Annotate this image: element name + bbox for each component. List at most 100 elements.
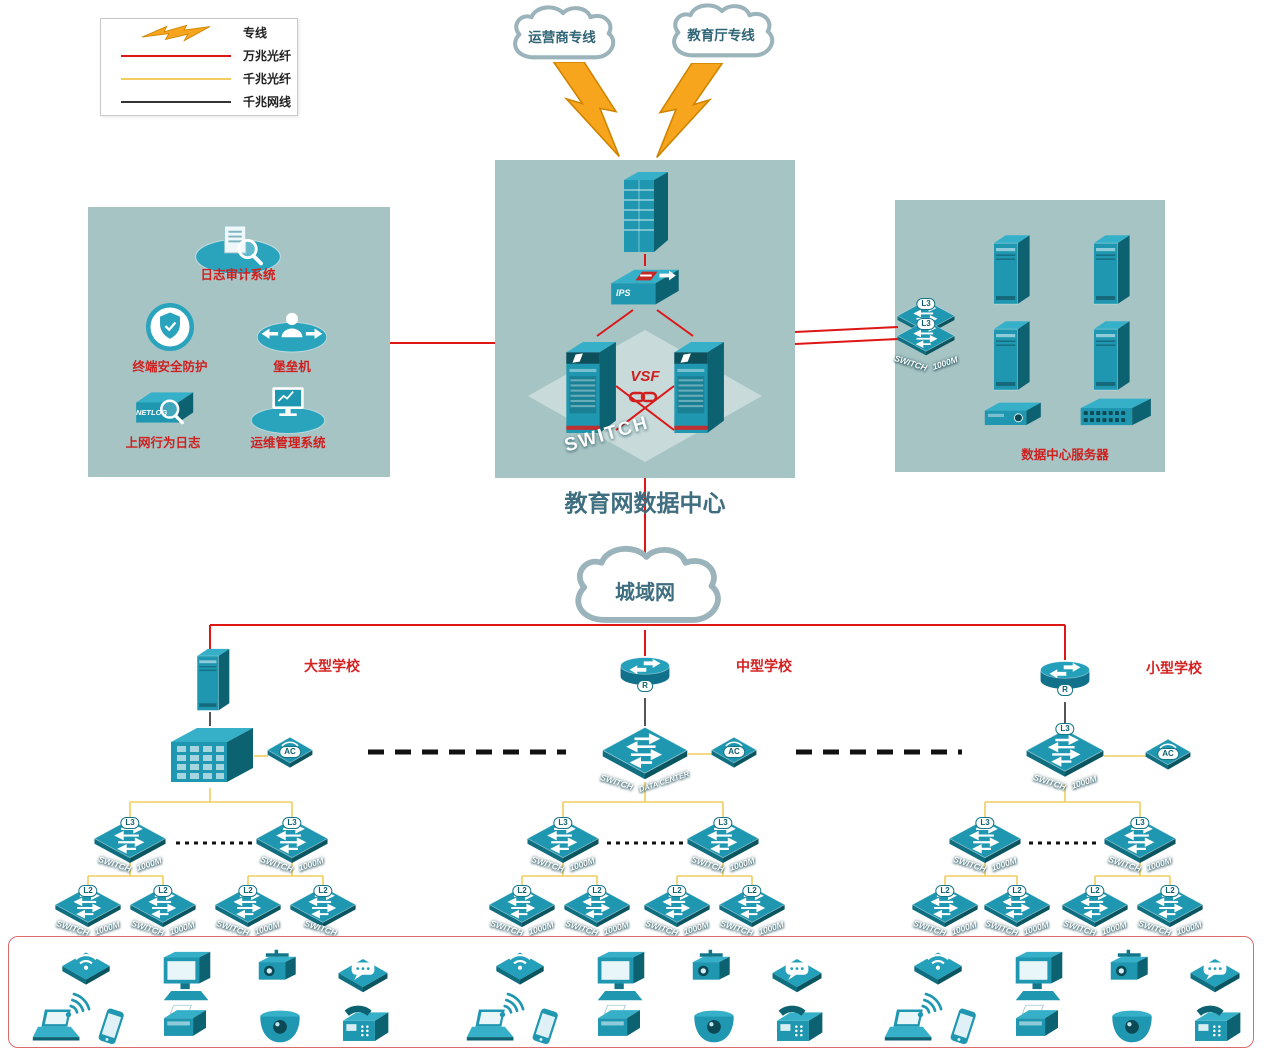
l2-badge: L2 xyxy=(1007,885,1027,897)
l2-badge: L2 xyxy=(587,885,607,897)
l3-badge: L3 xyxy=(975,817,995,829)
small-school-label: 小型学校 xyxy=(1146,660,1202,676)
desktop-computer-icon xyxy=(156,950,218,1004)
rack-switch-icon xyxy=(1076,394,1154,436)
vsf-link-icon xyxy=(628,391,658,403)
l2-badge: L2 xyxy=(742,885,762,897)
desktop-computer-icon xyxy=(590,950,652,1004)
lightning-bolt-icon xyxy=(652,58,724,164)
datacenter-server xyxy=(1084,230,1132,310)
metro-network-cloud: 城域网 xyxy=(536,544,754,638)
wifi-signal-icon xyxy=(914,988,950,1020)
l2-badge: L2 xyxy=(1085,885,1105,897)
ac-badge: AC xyxy=(723,746,745,758)
metro-cloud-label: 城域网 xyxy=(615,580,675,604)
legend-row-dedicated-line: 专线 xyxy=(101,21,297,44)
ac-badge: AC xyxy=(1157,748,1179,760)
fax-phone-icon xyxy=(1186,1004,1246,1046)
ips-icon xyxy=(604,262,684,316)
legend-row-1g-fiber: 千兆光纤 xyxy=(101,67,297,90)
l3-badge: L3 xyxy=(1130,817,1150,829)
ops-management-icon xyxy=(240,382,336,436)
voice-chat-icon xyxy=(770,952,824,994)
router-badge: R xyxy=(1057,684,1073,696)
rack-switch xyxy=(1076,394,1154,436)
server-icon xyxy=(1084,230,1132,310)
terminal-security-label: 终端安全防护 xyxy=(132,360,208,374)
education-line-cloud: 教育厅专线 xyxy=(645,2,797,68)
education-cloud-label: 教育厅专线 xyxy=(687,28,755,43)
server-icon xyxy=(984,230,1032,310)
data-center-title: 教育网数据中心 xyxy=(564,490,726,517)
voice-chat-icon xyxy=(336,952,390,994)
dome-camera-icon xyxy=(690,1008,738,1044)
lightning-bolt-icon xyxy=(552,55,624,165)
chassis-switch-icon xyxy=(165,722,257,788)
client-devices-group xyxy=(28,936,432,1052)
client-devices-group xyxy=(880,936,1265,1052)
server-icon xyxy=(188,646,232,714)
shield-ring-icon xyxy=(141,298,199,356)
printer-icon xyxy=(156,1002,214,1044)
l3-badge: L3 xyxy=(916,298,936,310)
netlog-icon xyxy=(114,384,212,436)
server-farm-label: 数据中心服务器 xyxy=(1021,448,1109,462)
wireless-ap-icon xyxy=(492,944,548,988)
l2-access-switch: L2 SWITCH xyxy=(289,884,357,938)
datacenter-server xyxy=(984,230,1032,310)
storage-appliance xyxy=(980,398,1044,436)
voice-chat-icon xyxy=(1188,952,1242,994)
medium-school-label: 中型学校 xyxy=(736,658,792,674)
core-switch-tower-right xyxy=(664,328,726,446)
log-audit-label: 日志审计系统 xyxy=(200,268,276,282)
l3-badge: L3 xyxy=(120,817,140,829)
firewall-icon xyxy=(616,168,672,256)
carrier-cloud-label: 运营商专线 xyxy=(528,30,596,45)
netlog-label: 上网行为日志 xyxy=(125,436,201,450)
wifi-signal-icon xyxy=(62,988,98,1020)
ips-device: IPS xyxy=(604,262,684,316)
black-line-sample xyxy=(121,100,231,103)
l2-badge: L2 xyxy=(78,885,98,897)
legend: 专线 万兆光纤 千兆光纤 千兆网线 xyxy=(100,18,298,116)
l3-badge: L3 xyxy=(916,318,936,330)
printer-icon xyxy=(1008,1002,1066,1044)
wireless-ap-icon xyxy=(910,944,966,988)
legend-label: 专线 xyxy=(243,26,268,40)
smartphone-icon xyxy=(946,1008,980,1046)
bastion-host xyxy=(244,306,340,358)
large-school-gateway-server xyxy=(188,646,232,714)
medium-school-ac-controller: AC xyxy=(710,734,758,774)
carrier-line-cloud: 运营商专线 xyxy=(486,4,638,70)
l3-badge: L3 xyxy=(282,817,302,829)
ptz-camera-icon xyxy=(684,948,742,992)
l2-badge: L2 xyxy=(313,885,333,897)
server-icon xyxy=(984,316,1032,396)
datacenter-server xyxy=(984,316,1032,396)
lightning-icon xyxy=(120,23,232,43)
large-school-core-switch xyxy=(165,722,257,788)
small-school-router: R xyxy=(1038,654,1092,700)
ops-management-system xyxy=(240,382,336,436)
l3-badge: L3 xyxy=(553,817,573,829)
smartphone-icon xyxy=(94,1008,128,1046)
netlog-system: NETLOG xyxy=(114,384,212,436)
storage-icon xyxy=(980,398,1044,436)
terminal-security-system xyxy=(141,298,199,356)
bastion-icon xyxy=(244,306,340,358)
l2-badge: L2 xyxy=(512,885,532,897)
